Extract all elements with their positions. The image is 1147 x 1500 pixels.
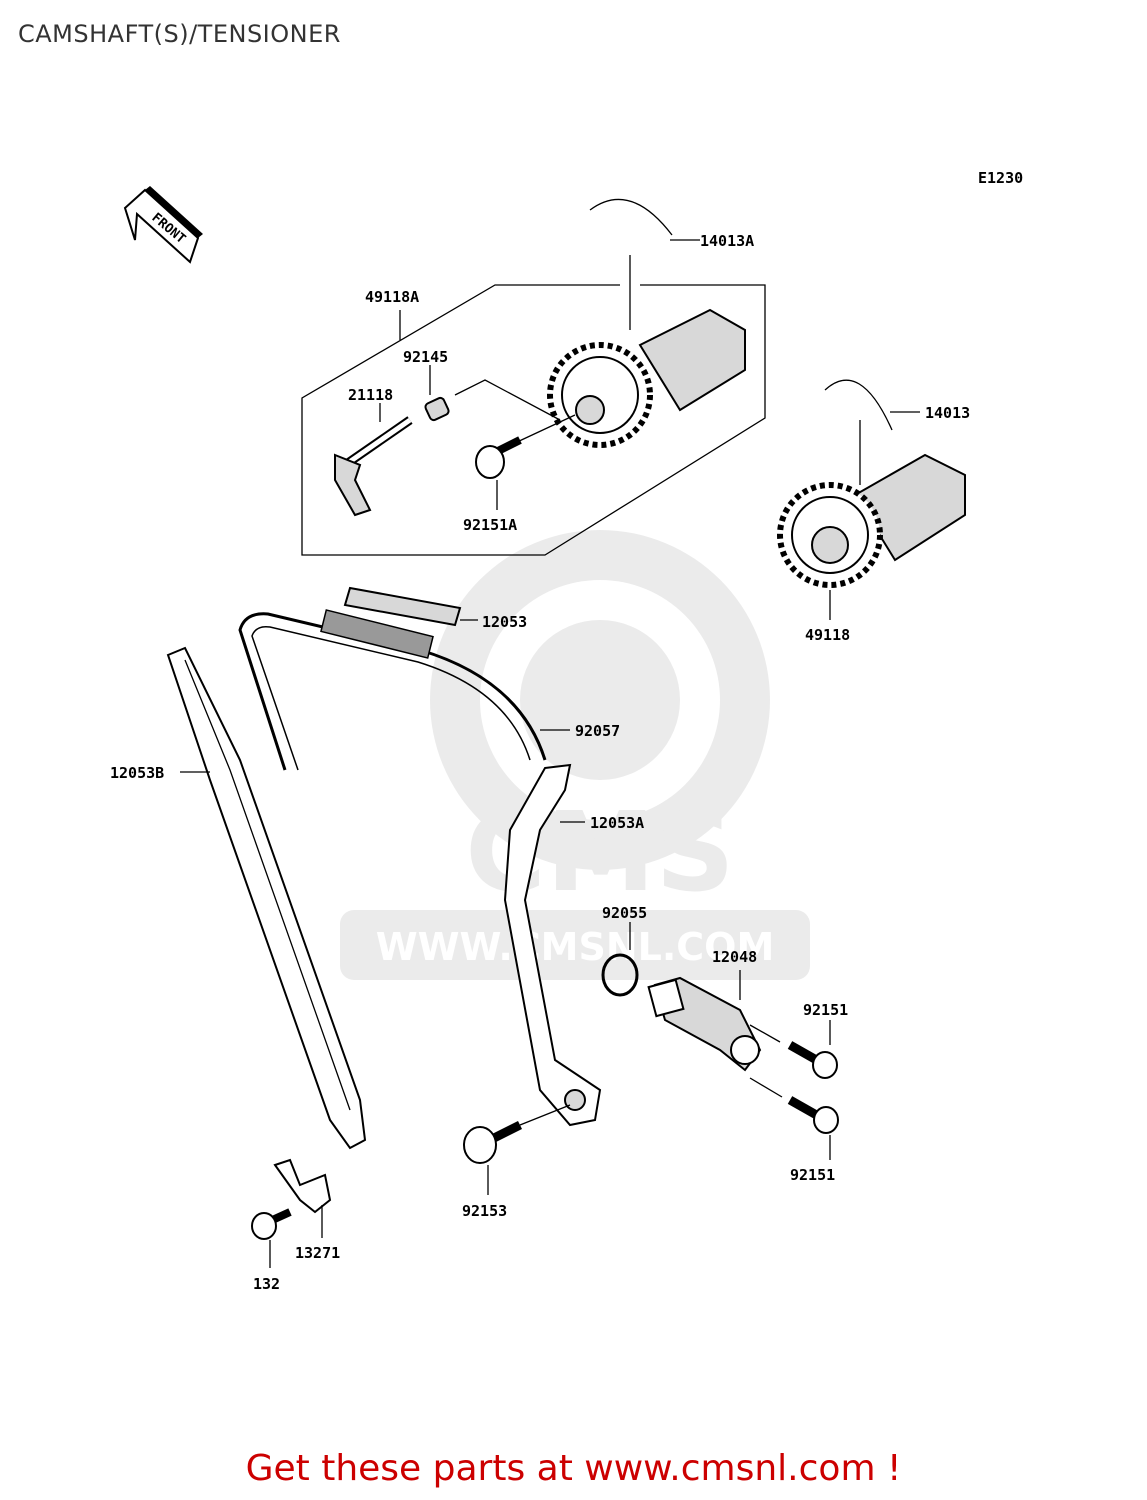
bracket-13271-icon [273, 1158, 332, 1214]
camshaft-49118-icon [777, 453, 966, 588]
part-label-92055[interactable]: 92055 [602, 904, 647, 922]
watermark-url: WWW.CMSNL.COM [376, 925, 775, 969]
part-label-92057[interactable]: 92057 [575, 722, 620, 740]
shaft-21118-icon [334, 416, 413, 517]
part-label-13271[interactable]: 13271 [295, 1244, 340, 1262]
watermark-mascot-head [520, 620, 680, 780]
part-label-92151-bottom[interactable]: 92151 [790, 1166, 835, 1184]
oring-92055-icon [601, 953, 639, 997]
front-arrow-icon: FRONT [123, 186, 203, 264]
leader-92151-top-line [749, 1024, 781, 1043]
part-label-21118[interactable]: 21118 [348, 386, 393, 404]
part-label-92153[interactable]: 92153 [462, 1202, 507, 1220]
part-label-12053A[interactable]: 12053A [590, 814, 644, 832]
bolt-132-icon [251, 1208, 292, 1240]
part-label-12053B[interactable]: 12053B [110, 764, 164, 782]
assembly-box-49118A [301, 284, 766, 556]
part-label-14013A[interactable]: 14013A [700, 232, 754, 250]
part-label-49118[interactable]: 49118 [805, 626, 850, 644]
bolt-92153-icon [463, 1104, 571, 1164]
bolt-92151-bottom-icon [787, 1096, 839, 1134]
part-label-49118A[interactable]: 49118A [365, 288, 419, 306]
diagram-code: E1230 [978, 169, 1023, 187]
footer-link[interactable]: Get these parts at www.cmsnl.com ! [245, 1448, 902, 1489]
guide-12053A-icon [503, 763, 602, 1127]
part-label-12048[interactable]: 12048 [712, 948, 757, 966]
ring-14013A-icon [589, 198, 673, 236]
camshaft-49118A-icon [547, 308, 746, 448]
tensioner-12048-icon [647, 976, 762, 1072]
ring-14013-icon [824, 379, 893, 431]
page-title: CAMSHAFT(S)/TENSIONER [18, 20, 341, 48]
leader-92145-cam [454, 379, 561, 421]
bolt-92151A-icon [475, 414, 576, 479]
part-label-12053[interactable]: 12053 [482, 613, 527, 631]
watermark: CMS WWW.CMSNL.COM [340, 530, 810, 980]
spring-92145-icon [424, 396, 450, 422]
chain-92057-icon [238, 609, 547, 771]
part-label-92151-top[interactable]: 92151 [803, 1001, 848, 1019]
leader-92151-bottom-line [749, 1077, 783, 1098]
guide-12053-icon [343, 586, 462, 627]
part-label-92151A[interactable]: 92151A [463, 516, 517, 534]
guide-12053B-icon [166, 646, 367, 1150]
part-label-14013[interactable]: 14013 [925, 404, 970, 422]
part-label-132[interactable]: 132 [253, 1275, 280, 1293]
bolt-92151-top-icon [787, 1041, 838, 1079]
watermark-url-bar [340, 910, 810, 980]
part-label-92145[interactable]: 92145 [403, 348, 448, 366]
